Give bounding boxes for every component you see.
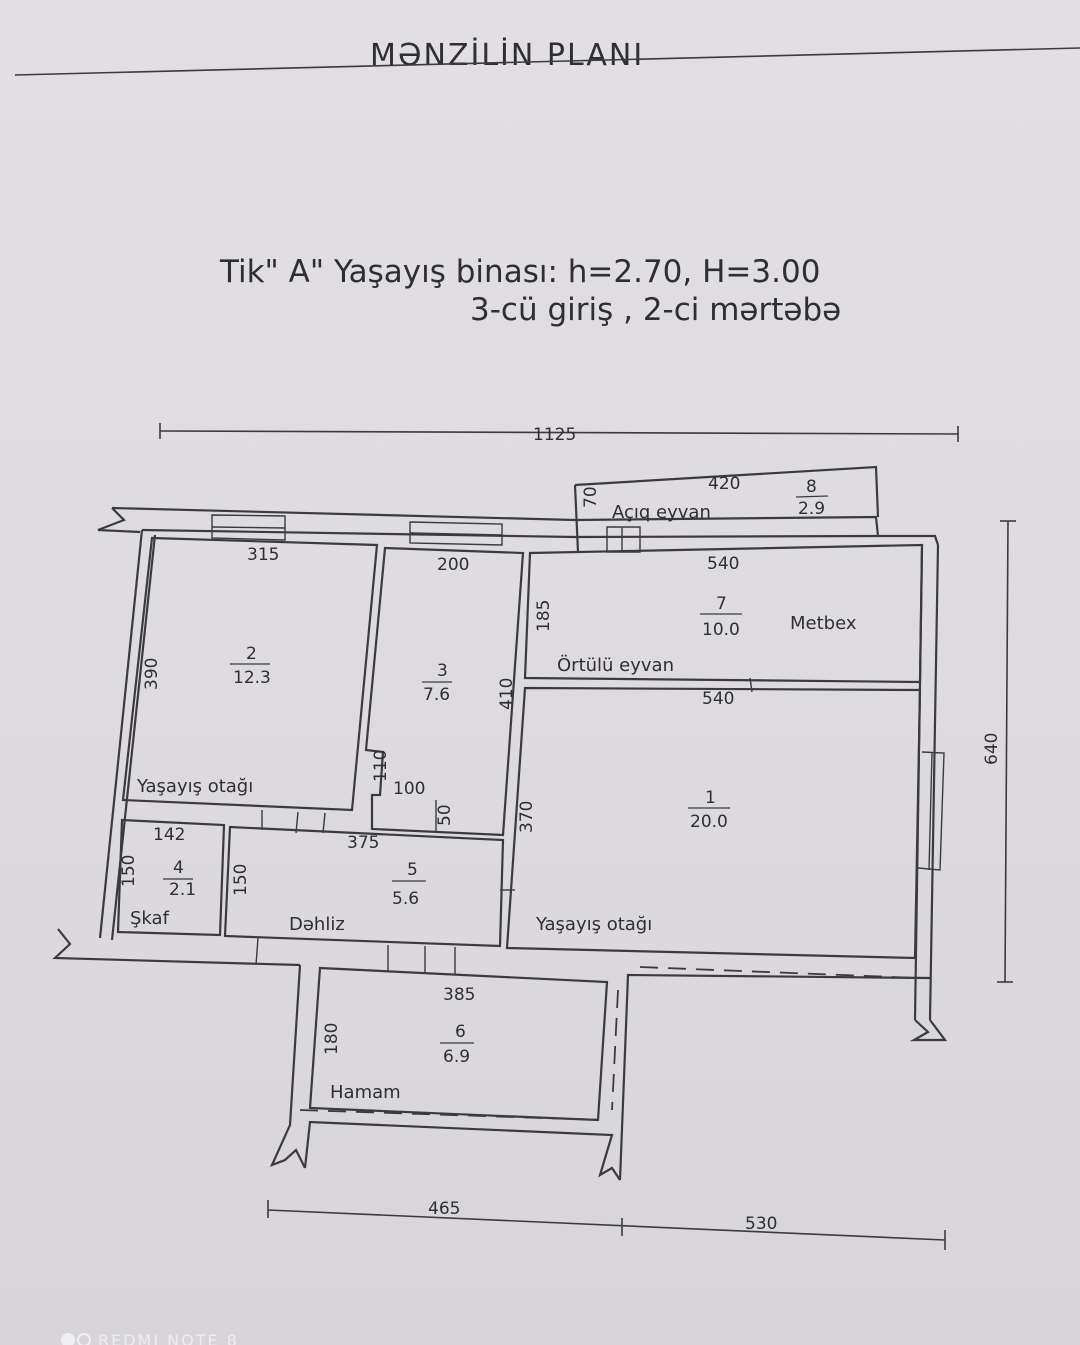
closet-width-label: 142 (153, 825, 185, 845)
room1-area: 20.0 (690, 812, 728, 832)
room2-depth-label: 390 (142, 658, 162, 690)
plan-title: MƏNZİLİN PLANI (370, 37, 644, 73)
room3-area: 7.6 (423, 685, 450, 705)
room3-number: 3 (437, 661, 448, 681)
room-7-kitchen: 540 185 7 10.0 Metbex Örtülü eyvan (523, 543, 924, 693)
room1-depth-label: 370 (517, 801, 537, 833)
balcony-width-label: 420 (708, 474, 740, 494)
room2-width-label: 315 (247, 545, 279, 565)
room5-area: 5.6 (392, 889, 419, 909)
outer-walls (52, 506, 948, 1042)
room7-number: 7 (716, 594, 727, 614)
bath-width-label: 385 (443, 985, 475, 1005)
bottom-left-dimension: 465 (428, 1199, 460, 1219)
bathroom-label: Hamam (330, 1082, 401, 1103)
kitchen-depth-label: 185 (534, 600, 554, 632)
room1-number: 1 (705, 788, 716, 808)
room-5-hall: 375 150 5 5.6 Dəhliz (223, 810, 505, 966)
room3-small-label: 50 (435, 804, 455, 826)
room2-area: 12.3 (233, 668, 271, 688)
bottom-right-dimension: 530 (745, 1214, 777, 1234)
room3-depth-label: 410 (497, 678, 517, 710)
room5-number: 5 (407, 860, 418, 880)
open-balcony-label: Açıq eyvan (612, 502, 711, 523)
room6-area: 6.9 (443, 1047, 470, 1067)
room6-number: 6 (455, 1022, 466, 1042)
title-rule (14, 47, 1080, 76)
room-2: 315 390 2 12.3 Yaşayış otağı (121, 514, 379, 812)
room3-notch-width-label: 100 (393, 779, 425, 799)
entrance-floor-info: 3-cü giriş , 2-ci mərtəbə (470, 292, 841, 328)
hall-label: Dəhliz (289, 914, 345, 935)
room7-area: 10.0 (702, 620, 740, 640)
room3-width-label: 200 (437, 555, 469, 575)
room-6-bathroom: 385 180 6 6.9 Hamam (308, 966, 609, 1122)
kitchen-label: Metbex (790, 613, 857, 634)
watermark-dot-icon (61, 1333, 75, 1345)
overall-width-label: 1125 (533, 425, 576, 445)
overall-depth-label: 640 (982, 733, 1002, 765)
bath-depth-label: 180 (322, 1023, 342, 1055)
bottom-dimensions: 465 530 (267, 1199, 946, 1250)
room8-area: 2.9 (798, 499, 825, 519)
room1-width-label: 540 (702, 689, 734, 709)
room8-number: 8 (806, 477, 817, 497)
room2-number: 2 (246, 644, 257, 664)
covered-balcony-label: Örtülü eyvan (557, 654, 674, 676)
room2-label: Yaşayış otağı (136, 776, 253, 797)
camera-watermark: REDMI NOTE 8 (61, 1331, 239, 1345)
room1-label: Yaşayış otağı (535, 914, 652, 935)
hall-width-label: 375 (347, 833, 379, 853)
watermark-text: REDMI NOTE 8 (98, 1331, 239, 1345)
balcony-depth-label: 70 (581, 486, 601, 508)
room4-area: 2.1 (169, 880, 196, 900)
room-4-closet: 142 150 4 2.1 Şkaf (116, 818, 226, 937)
overall-depth-dimension: 640 (982, 520, 1016, 983)
room4-number: 4 (173, 858, 184, 878)
hall-depth-label: 150 (231, 864, 251, 896)
room-1: 540 370 1 20.0 Yaşayış otağı (500, 686, 922, 960)
room-3: 200 410 110 100 50 3 7.6 (364, 521, 525, 837)
watermark-ring-icon (77, 1333, 91, 1345)
closet-label: Şkaf (130, 908, 170, 929)
room3-notch-depth-label: 110 (371, 750, 391, 782)
building-info: Tik" A" Yaşayış binası: h=2.70, H=3.00 (219, 254, 820, 290)
open-balcony: 420 70 Açıq eyvan 8 2.9 (573, 465, 880, 553)
closet-depth-label: 150 (119, 855, 139, 887)
kitchen-width-label: 540 (707, 554, 739, 574)
overall-width-dimension: 1125 (159, 423, 959, 445)
